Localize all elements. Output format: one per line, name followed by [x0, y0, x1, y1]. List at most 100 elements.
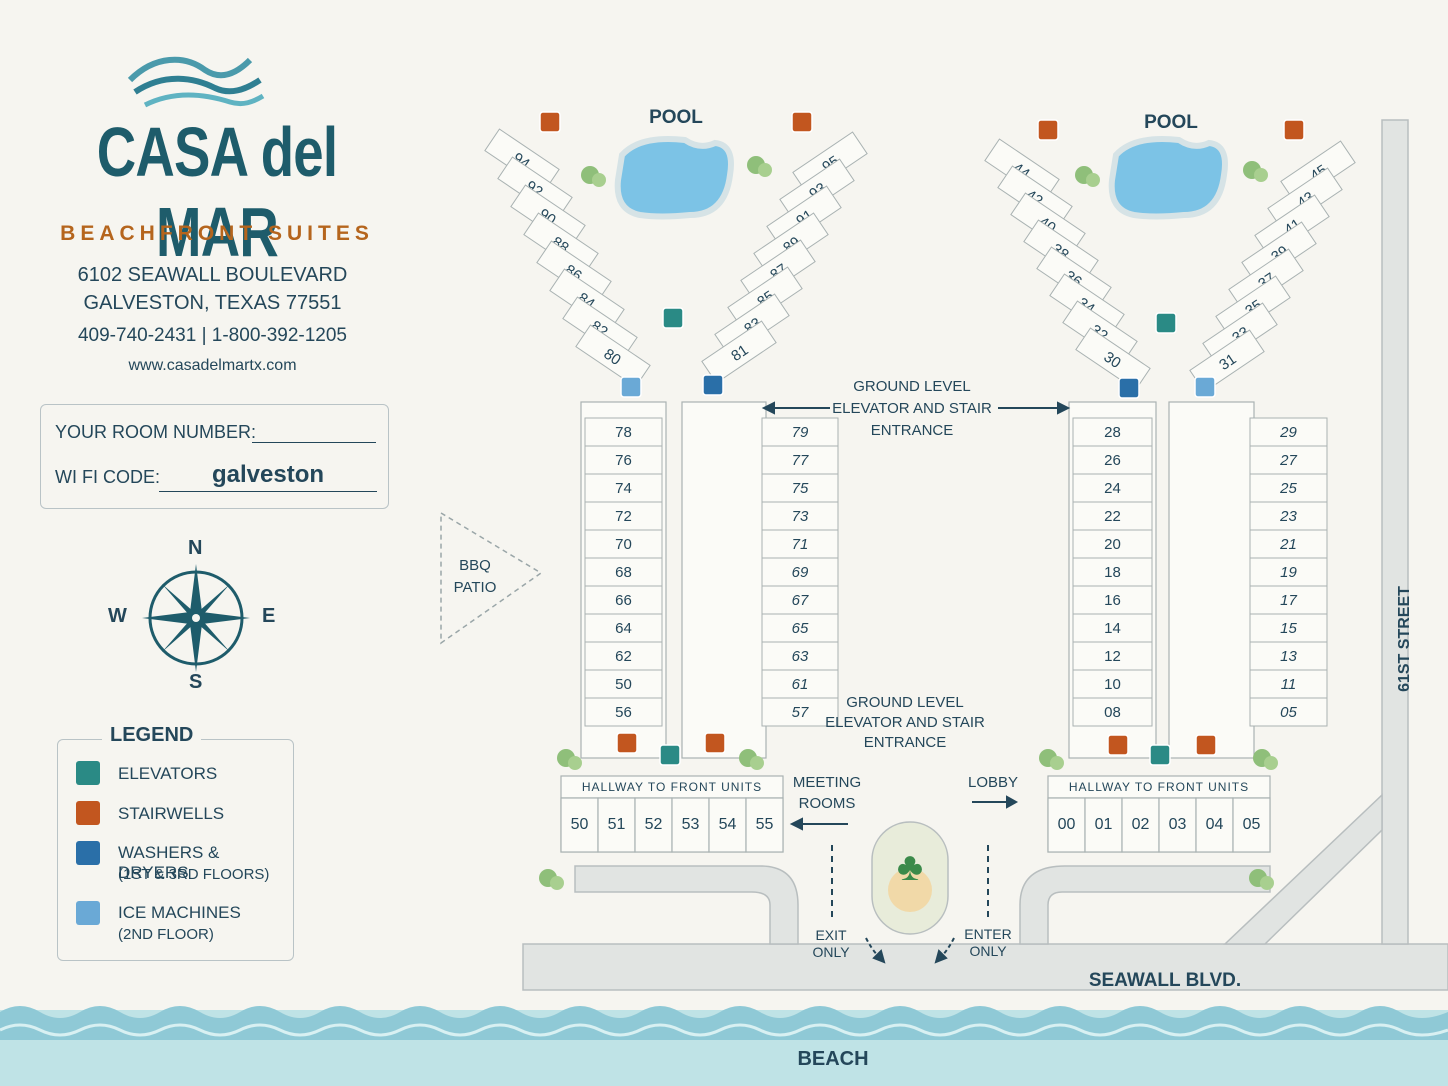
unit-box — [560, 797, 599, 853]
unit-label: 19 — [1280, 564, 1297, 581]
stairs-icon — [1037, 119, 1059, 141]
unit-label: 03 — [1169, 816, 1187, 833]
wing-unit: 80 — [575, 324, 651, 388]
compass-north: N — [188, 537, 203, 559]
61st-street-road — [1381, 119, 1409, 945]
unit-box — [671, 797, 710, 853]
compass-east: E — [262, 605, 276, 627]
unit-label: 20 — [1104, 536, 1121, 553]
unit-label: 56 — [615, 704, 632, 721]
unit-label: 01 — [1095, 816, 1113, 833]
ground-top-3: ENTRANCE — [870, 422, 954, 439]
unit-label: 00 — [1058, 816, 1076, 833]
patio-label: PATIO — [453, 579, 497, 596]
unit-box — [1072, 669, 1153, 699]
shrub-icon — [1264, 756, 1278, 770]
brand-subtitle: BEACHFRONT SUITES — [60, 222, 374, 245]
unit-label: 65 — [792, 620, 809, 637]
legend-title: LEGEND — [102, 724, 202, 747]
unit-box — [584, 529, 663, 559]
unit-box — [761, 445, 839, 475]
unit-label: 11 — [1281, 676, 1297, 693]
unit-label: 15 — [1280, 620, 1297, 637]
unit-box — [761, 585, 839, 615]
unit-box — [1249, 529, 1328, 559]
unit-label: 63 — [792, 648, 809, 665]
unit-box — [1072, 501, 1153, 531]
unit-label: 81 — [728, 342, 751, 365]
unit-box — [584, 697, 663, 727]
unit-box — [761, 557, 839, 587]
unit-box — [1072, 697, 1153, 727]
bbq-label: BBQ — [459, 557, 491, 574]
exit-label: EXIT — [815, 927, 847, 943]
unit-label: 10 — [1104, 676, 1121, 693]
website-link[interactable]: www.casadelmartx.com — [128, 357, 297, 374]
east-pool — [1108, 136, 1228, 220]
unit-box — [761, 473, 839, 503]
wifi-line — [159, 491, 377, 492]
wifi-code: galveston — [211, 461, 325, 488]
west-hallway-label: HALLWAY TO FRONT UNITS — [581, 780, 763, 794]
unit-box — [1249, 417, 1328, 447]
street-ramp — [1223, 793, 1383, 945]
enter-only-label: ONLY — [969, 943, 1007, 959]
compass-rose-icon — [142, 564, 250, 672]
unit-box — [761, 613, 839, 643]
unit-label: 76 — [615, 452, 632, 469]
unit-box — [584, 445, 663, 475]
legend-washers-note: (1ST & 3RD FLOORS) — [118, 866, 270, 883]
unit-label: 67 — [792, 592, 809, 609]
unit-box — [1249, 697, 1328, 727]
unit-label: 28 — [1104, 424, 1121, 441]
shrub-icon — [1086, 173, 1100, 187]
unit-label: 08 — [1104, 704, 1121, 721]
guest-card: YOUR ROOM NUMBER: WI FI CODE: galveston — [40, 404, 389, 509]
stairs-icon — [704, 732, 726, 754]
street-label: 61ST STREET — [1396, 586, 1413, 692]
unit-box — [597, 797, 636, 853]
shrub-icon — [1260, 876, 1274, 890]
shrub-icon — [550, 876, 564, 890]
shrub-icon — [1254, 168, 1268, 182]
room-number-label: YOUR ROOM NUMBER: — [55, 422, 257, 442]
enter-label: ENTER — [964, 926, 1012, 942]
unit-box — [1195, 797, 1234, 853]
unit-label: 50 — [571, 816, 589, 833]
unit-box — [761, 669, 839, 699]
unit-box — [1072, 445, 1153, 475]
unit-label: 74 — [615, 480, 632, 497]
stairs-icon — [791, 111, 813, 133]
unit-label: 50 — [615, 676, 632, 693]
stairs-icon — [1107, 734, 1129, 756]
unit-label: 02 — [1132, 816, 1150, 833]
unit-label: 79 — [792, 424, 809, 441]
legend-elevators: ELEVATORS — [118, 764, 218, 783]
unit-box — [1072, 585, 1153, 615]
unit-box — [1121, 797, 1160, 853]
legend-ice-note: (2ND FLOOR) — [118, 926, 214, 943]
shrub-icon — [758, 163, 772, 177]
east-hallway-label: HALLWAY TO FRONT UNITS — [1068, 780, 1250, 794]
stairs-icon — [616, 732, 638, 754]
unit-box — [1084, 797, 1123, 853]
facility-icons — [539, 111, 1305, 890]
wave-line — [0, 1023, 1448, 1037]
unit-box — [584, 557, 663, 587]
unit-label: 52 — [645, 816, 663, 833]
unit-box — [584, 669, 663, 699]
west-pool-label: POOL — [649, 107, 703, 128]
compass-west: W — [108, 605, 127, 627]
phone-numbers: 409-740-2431 | 1-800-392-1205 — [77, 325, 348, 346]
unit-box — [1249, 557, 1328, 587]
unit-label: 18 — [1104, 564, 1121, 581]
unit-label: 27 — [1279, 452, 1297, 469]
unit-label: 80 — [600, 346, 623, 369]
ground-bottom-1: GROUND LEVEL — [846, 694, 964, 711]
unit-label: 69 — [792, 564, 809, 581]
stairs-icon — [539, 111, 561, 133]
ice-icon — [76, 901, 100, 925]
elevator-icon — [1149, 744, 1171, 766]
